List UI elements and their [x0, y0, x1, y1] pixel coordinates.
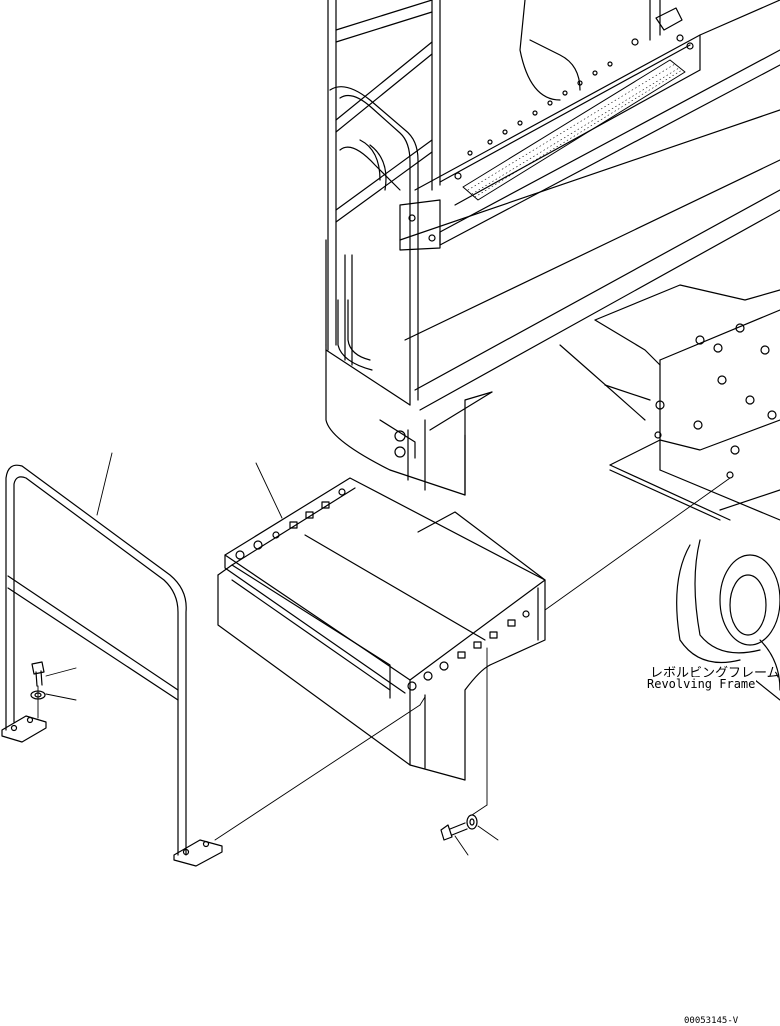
walkway-deck	[399, 0, 780, 411]
step-assembly	[217, 477, 546, 781]
lower-frame	[325, 344, 493, 496]
deck-bolts	[454, 34, 694, 180]
checker-plate-texture	[467, 63, 683, 198]
ladder-assembly	[325, 0, 683, 406]
drawing-code: 00053145-V	[684, 1016, 739, 1026]
handrail	[1, 464, 223, 867]
step-plate-holes	[235, 488, 530, 691]
revolving-frame-label-en: Revolving Frame	[646, 677, 757, 691]
leader-lines	[37, 452, 731, 856]
frame-holes	[654, 323, 777, 479]
revolving-frame	[559, 284, 780, 701]
fasteners-bottom	[440, 814, 478, 841]
